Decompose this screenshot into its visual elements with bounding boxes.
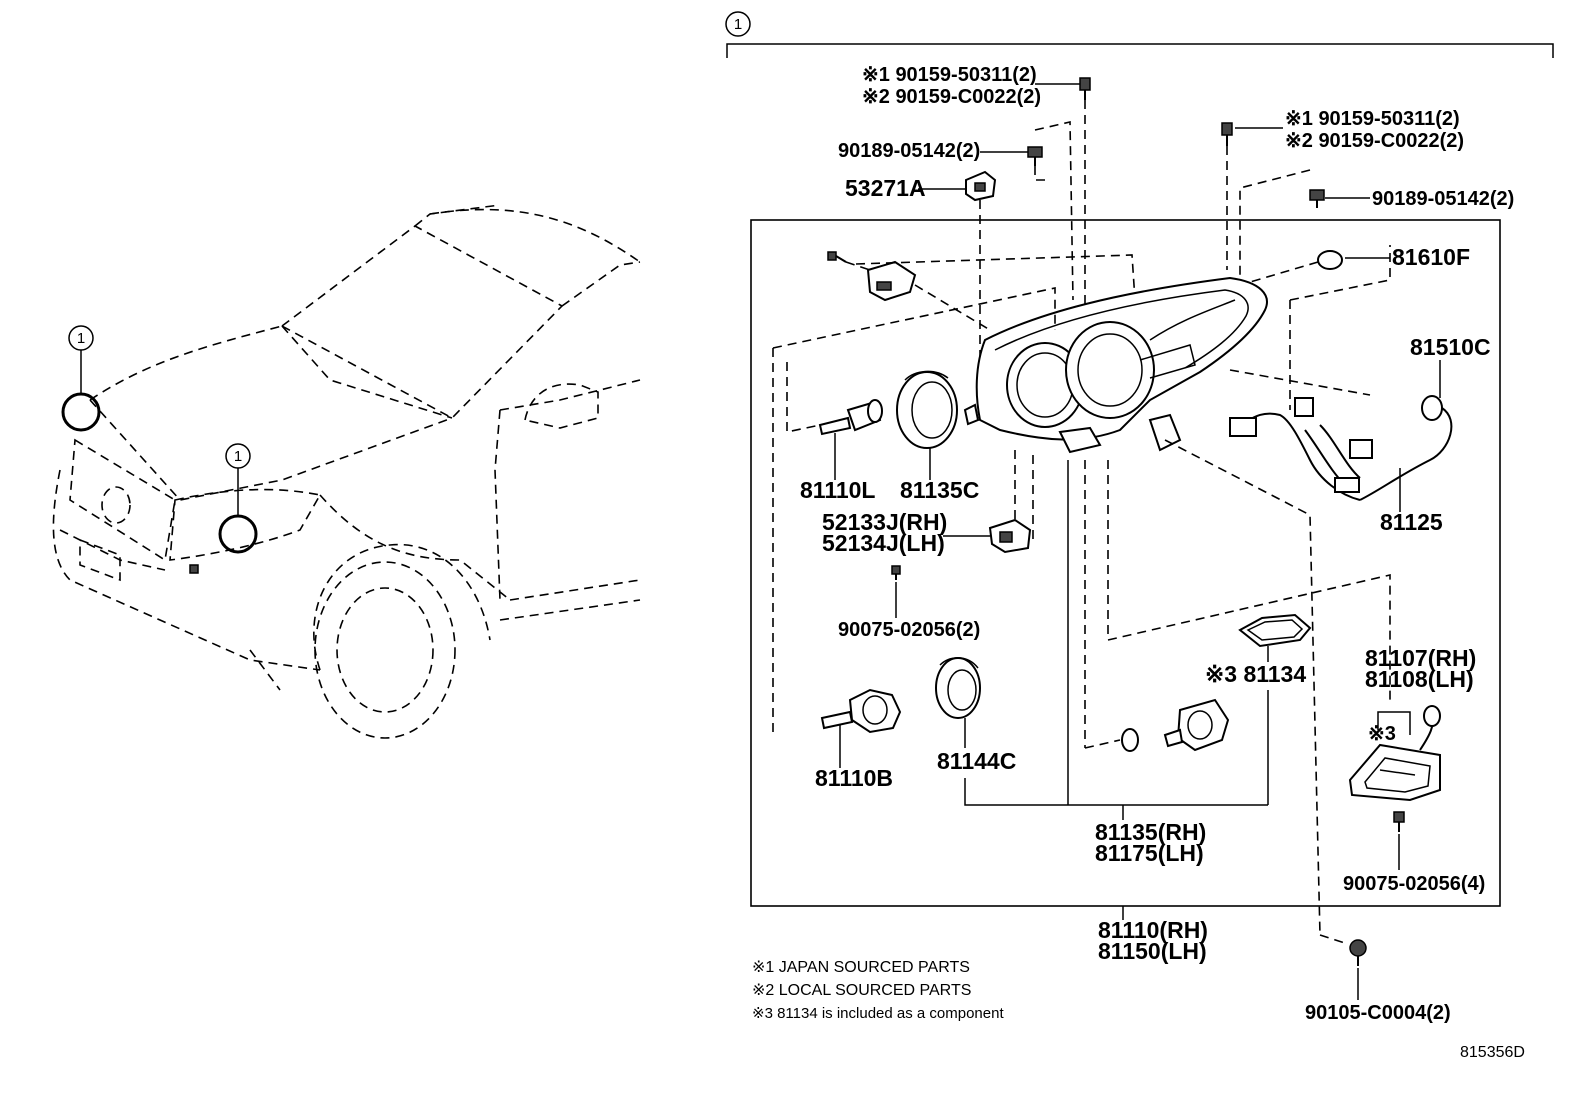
screw-icon-right [1221, 122, 1233, 146]
assembly-box [750, 219, 1501, 907]
notes: ※1 JAPAN SOURCED PARTS ※2 LOCAL SOURCED … [752, 959, 1004, 1022]
label-assy-lh: 81150(LH) [1098, 938, 1207, 964]
label-gasket: ※3 81134 [1205, 661, 1306, 687]
unit-bracket-line [964, 778, 1268, 806]
wire-harness-icon [1229, 395, 1453, 501]
note-2: ※2 LOCAL SOURCED PARTS [752, 982, 971, 999]
svg-text:53271A: 53271A [845, 175, 926, 201]
label-adjuster-rh: 52133J(RH) [822, 509, 947, 535]
assembly-bracket: 1 [725, 11, 1554, 58]
label-bulb-low: 81110L [800, 477, 875, 503]
inner-bracket-icon [866, 260, 917, 302]
callout-headlamp: 1 [218, 443, 258, 554]
label-cap-cover: 81144C [937, 748, 1016, 774]
label-unit-rh: 81135(RH) [1095, 819, 1206, 845]
label-screw-top-left: ※1 90159-50311(2) ※2 90159-C0022(2) [862, 64, 1080, 108]
label-unit-lh: 81175(LH) [1095, 840, 1204, 866]
label-ballast-note: ※3 [1368, 723, 1396, 745]
svg-text:81610F: 81610F [1392, 244, 1470, 270]
inner-screw-icon [827, 251, 847, 263]
svg-text:1: 1 [234, 448, 242, 465]
svg-text:※1 90159-50311(2): ※1 90159-50311(2) [862, 64, 1037, 86]
svg-text:1: 1 [77, 330, 85, 347]
socket-cover-icon [896, 370, 958, 449]
note-1: ※1 JAPAN SOURCED PARTS [752, 959, 970, 976]
note-3: ※3 81134 is included as a component [752, 1005, 1004, 1022]
label-wire-harness: 81125 [1380, 509, 1443, 535]
callout-hood: 1 [61, 325, 101, 432]
gasket-icon [1238, 613, 1312, 648]
headlamp-housing [963, 276, 1268, 454]
label-bolt: 90105-C0004(2) [1305, 1002, 1451, 1024]
svg-text:1: 1 [734, 16, 742, 33]
screw-adjuster-icon [189, 564, 199, 574]
cap-cover-icon [935, 657, 981, 719]
label-ballast-rh: 81107(RH) [1365, 645, 1476, 671]
adjuster-icon [988, 518, 1032, 554]
bulb-low-icon [818, 399, 883, 436]
label-assy-rh: 81110(RH) [1098, 917, 1208, 943]
svg-text:90189-05142(2): 90189-05142(2) [838, 140, 980, 162]
label-clip-right: 90189-05142(2) [1325, 188, 1514, 210]
cap-icon [1317, 250, 1343, 270]
bulb-high-icon [820, 688, 902, 734]
label-bracket: 53271A [845, 175, 965, 201]
ring-icon [1121, 728, 1139, 752]
screw-icon [1079, 77, 1091, 100]
clip-icon-right [1309, 189, 1325, 208]
label-screw-top-right: ※1 90159-50311(2) ※2 90159-C0022(2) [1235, 108, 1464, 152]
label-ballast-lh: 81108(LH) [1365, 666, 1474, 692]
svg-text:※1 90159-50311(2): ※1 90159-50311(2) [1285, 108, 1460, 130]
figure-id: 815356D [1460, 1044, 1525, 1061]
svg-text:※2 90159-C0022(2): ※2 90159-C0022(2) [862, 86, 1041, 108]
label-adjuster-lh: 52134J(LH) [822, 530, 945, 556]
bolt-icon [1319, 934, 1367, 966]
bracket-icon [965, 170, 997, 202]
svg-text:90189-05142(2): 90189-05142(2) [1372, 188, 1514, 210]
ballast-icon [1348, 705, 1441, 802]
bulb-unit-icon [1163, 698, 1230, 752]
label-screw-adjuster: 90075-02056(2) [838, 619, 980, 641]
ballast-screw-icon [1393, 811, 1405, 832]
label-bulb-high: 81110B [815, 765, 893, 791]
svg-text:※2 90159-C0022(2): ※2 90159-C0022(2) [1285, 130, 1464, 152]
label-screw-ballast: 90075-02056(4) [1343, 873, 1485, 895]
label-socket-cover: 81135C [900, 477, 979, 503]
label-clip-left: 90189-05142(2) [838, 140, 1028, 162]
label-wire-connector: 81510C [1410, 334, 1491, 360]
adjuster-screw [891, 565, 901, 580]
clip-icon [1027, 146, 1043, 166]
label-cap: 81610F [1345, 244, 1470, 270]
vehicle-outline [52, 204, 641, 739]
